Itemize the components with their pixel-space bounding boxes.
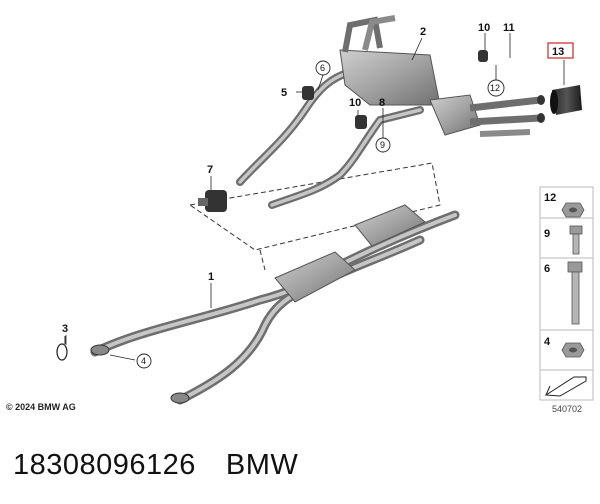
legend-number-6: 6: [544, 263, 550, 275]
drawing-number: 540702: [552, 404, 583, 414]
callout-7: 7: [207, 164, 213, 176]
callout-5: 5: [281, 87, 287, 99]
circled-ref-6: 6: [320, 63, 325, 73]
legend-number-4: 4: [544, 336, 551, 348]
circled-references: 6 9 12 4: [136, 60, 505, 369]
brand-name: BMW: [225, 448, 299, 481]
part-number: 18308096126: [13, 448, 196, 481]
callout-10-upper: 10: [478, 22, 490, 34]
stud-bolt-icon: [567, 261, 583, 325]
fastener-legend: 12 9 6 4: [539, 186, 594, 401]
exhaust-system-diagram: 1 2 3 5 7 8 10 10 11 13 6 9 12 4 12 9: [56, 15, 594, 405]
direction-arrow-icon: [544, 376, 587, 397]
flange-nut-icon: [561, 342, 585, 358]
rubber-mount-lower: [355, 115, 367, 129]
part-caption: 18308096126 BMW: [13, 440, 298, 490]
copyright-notice: © 2024 BMW AG: [6, 402, 76, 412]
circled-ref-9: 9: [380, 140, 385, 150]
rear-silencer-assembly: [236, 15, 545, 209]
callout-8: 8: [379, 97, 385, 109]
leader-lines: [65, 33, 565, 361]
legend-number-9: 9: [544, 228, 550, 240]
legend-number-12: 12: [544, 192, 556, 204]
hanger-bracket: [198, 190, 227, 212]
rubber-mount-upper: [478, 50, 488, 62]
tailpipe-trim: [550, 85, 582, 115]
callout-13: 13: [552, 46, 564, 58]
callout-10-lower: 10: [349, 97, 361, 109]
callout-11: 11: [503, 22, 515, 34]
rubber-mount: [302, 86, 314, 100]
callout-2: 2: [420, 26, 426, 38]
hex-bolt-icon: [569, 225, 583, 255]
callout-1: 1: [208, 271, 214, 283]
dashed-assembly-outline: [188, 162, 441, 271]
callout-3: 3: [62, 323, 68, 335]
gasket-ring: [56, 336, 68, 361]
highlight-box: [547, 42, 574, 59]
callout-labels: 1 2 3 5 7 8 10 10 11 13: [62, 22, 574, 335]
flange-nut-icon: [561, 202, 585, 218]
circled-ref-4: 4: [141, 356, 146, 366]
circled-ref-12: 12: [490, 83, 500, 93]
front-pipe-assembly: [90, 204, 460, 405]
